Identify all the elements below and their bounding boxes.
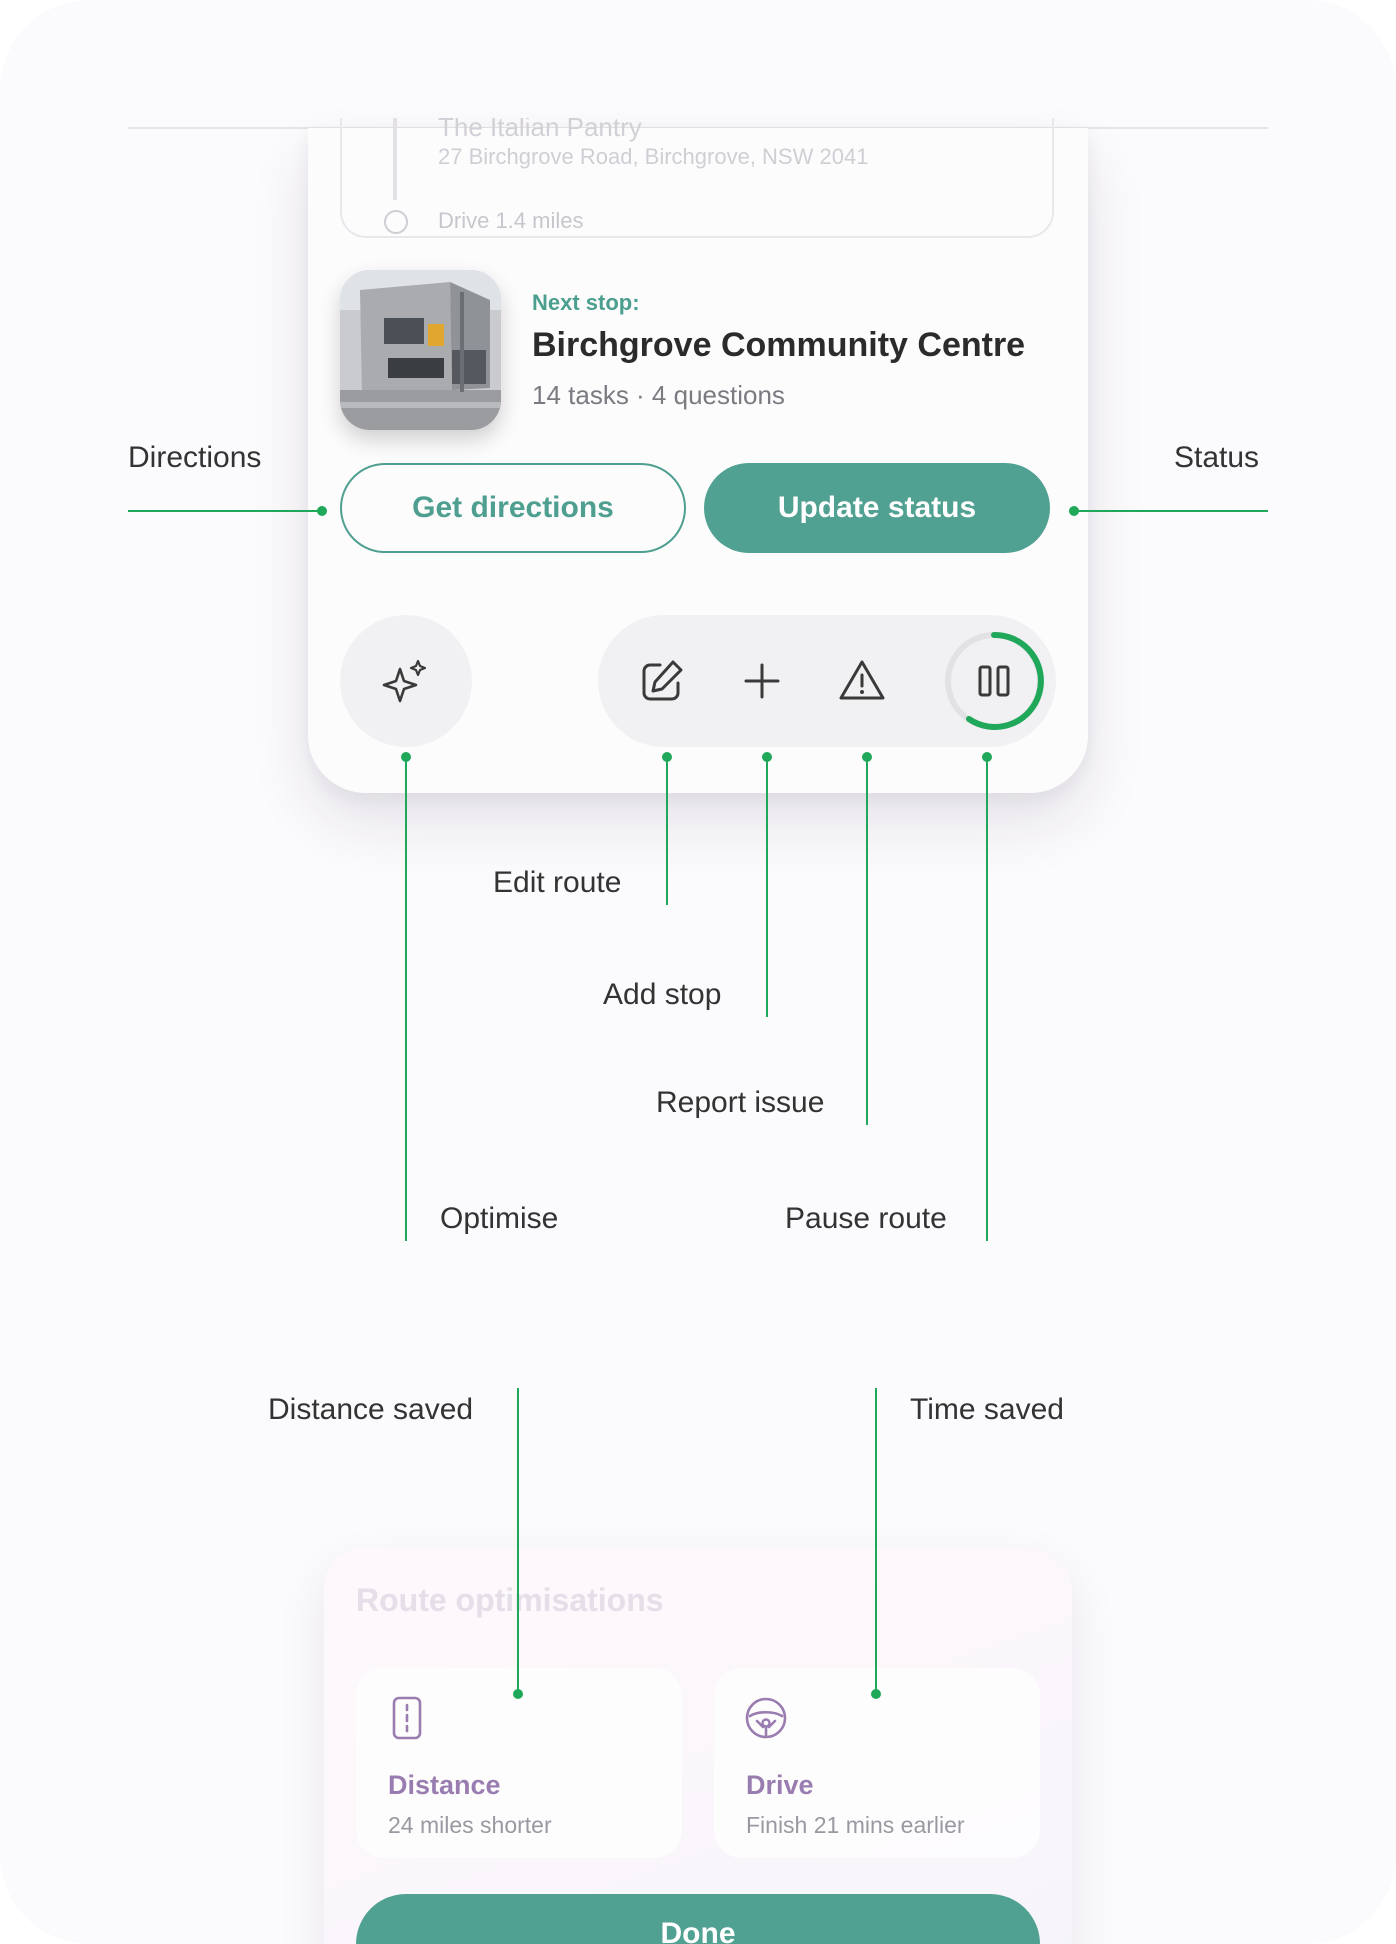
drive-stat: Drive Finish 21 mins earlier xyxy=(714,1668,1040,1858)
route-optimisations-card: Route optimisations Distance 24 miles sh… xyxy=(324,1548,1072,1944)
annotation-optimise: Optimise xyxy=(440,1202,559,1235)
previous-stop-drive: Drive 1.4 miles xyxy=(438,208,584,233)
drive-title: Drive xyxy=(746,1770,814,1800)
pause-icon xyxy=(945,631,1044,730)
next-stop-label: Next stop: xyxy=(532,290,640,315)
optimise-button[interactable] xyxy=(340,615,472,747)
distance-title: Distance xyxy=(388,1770,501,1800)
steering-wheel-icon xyxy=(745,1697,787,1739)
update-status-button[interactable]: Update status xyxy=(704,463,1050,553)
distance-stat: Distance 24 miles shorter xyxy=(356,1668,682,1858)
previous-stop-address: 27 Birchgrove Road, Birchgrove, NSW 2041 xyxy=(438,144,869,169)
previous-stop-name: The Italian Pantry xyxy=(438,118,642,142)
connector-dot xyxy=(317,506,327,516)
route-card: The Italian Pantry 27 Birchgrove Road, B… xyxy=(308,118,1088,793)
pause-route-button[interactable] xyxy=(942,629,1046,733)
connector-dot xyxy=(1069,506,1079,516)
stop-photo xyxy=(340,270,501,430)
plus-icon xyxy=(744,663,780,699)
timeline-node-icon xyxy=(384,210,408,234)
done-button[interactable]: Done xyxy=(356,1894,1040,1944)
connector-pause xyxy=(986,757,988,1241)
connector-distance xyxy=(517,1388,519,1692)
road-icon xyxy=(392,1696,422,1740)
connector-report xyxy=(866,757,868,1125)
annotation-distance-saved: Distance saved xyxy=(268,1393,474,1426)
report-issue-button[interactable] xyxy=(832,651,892,711)
connector-dot xyxy=(871,1689,881,1699)
edit-route-button[interactable] xyxy=(632,651,692,711)
edit-icon xyxy=(642,660,683,701)
annotation-edit-route: Edit route xyxy=(493,866,622,899)
next-stop-title: Birchgrove Community Centre xyxy=(532,326,1026,364)
optimisations-title: Route optimisations xyxy=(356,1582,664,1618)
annotation-add-stop: Add stop xyxy=(603,978,722,1011)
sparkles-icon xyxy=(382,659,427,703)
annotation-directions: Directions xyxy=(128,441,262,474)
get-directions-button[interactable]: Get directions xyxy=(340,463,686,553)
add-stop-button[interactable] xyxy=(732,651,792,711)
annotation-pause-route: Pause route xyxy=(785,1202,947,1235)
annotation-status: Status xyxy=(1174,441,1260,474)
connector-status xyxy=(1076,510,1268,512)
annotation-report-issue: Report issue xyxy=(656,1086,825,1119)
warning-icon xyxy=(839,660,885,700)
connector-edit xyxy=(666,757,668,905)
distance-subtitle: 24 miles shorter xyxy=(388,1812,552,1838)
previous-stop-card[interactable]: The Italian Pantry 27 Birchgrove Road, B… xyxy=(340,118,1054,238)
route-toolbar xyxy=(598,615,1056,747)
connector-dot xyxy=(513,1689,523,1699)
connector-optimise xyxy=(405,757,407,1241)
timeline-line xyxy=(393,118,397,200)
annotation-time-saved: Time saved xyxy=(910,1393,1064,1426)
drive-subtitle: Finish 21 mins earlier xyxy=(746,1812,965,1838)
next-stop-meta: 14 tasks · 4 questions xyxy=(532,380,785,410)
connector-directions xyxy=(128,510,320,512)
connector-time xyxy=(875,1388,877,1692)
connector-add xyxy=(766,757,768,1017)
